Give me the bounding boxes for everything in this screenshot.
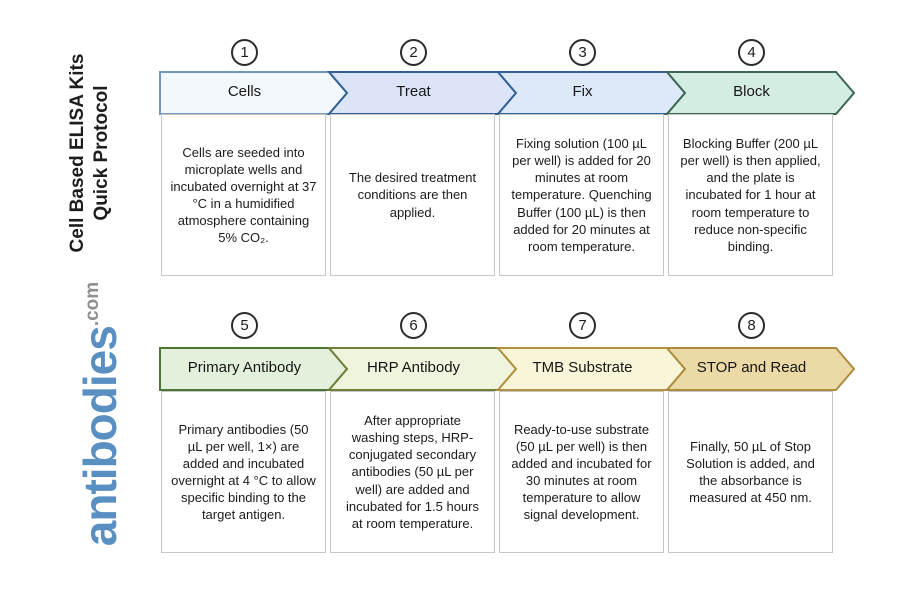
step-description-box: Primary antibodies (50 µL per well, 1×) … [161, 391, 326, 553]
step-description: Blocking Buffer (200 µL per well) is the… [680, 135, 821, 254]
step-arrow-row-2 [159, 347, 856, 391]
step-number-badge: 7 [569, 312, 596, 339]
step-number-badge: 1 [231, 39, 258, 66]
step-description: Fixing solution (100 µL per well) is add… [511, 135, 652, 254]
brand-logo-wordmark: antibodies [74, 326, 126, 547]
step-arrow-row-1 [159, 71, 856, 115]
step-description-box: Cells are seeded into microplate wells a… [161, 114, 326, 276]
step-description-box: Blocking Buffer (200 µL per well) is the… [668, 114, 833, 276]
step-number-badge: 3 [569, 39, 596, 66]
step-label: Cells [227, 83, 262, 100]
step-label: Treat [396, 83, 431, 100]
step-number-badge: 2 [400, 39, 427, 66]
step-description-box: The desired treatment conditions are the… [330, 114, 495, 276]
step-label: STOP and Read [696, 359, 807, 376]
step-description: Finally, 50 µL of Stop Solution is added… [686, 438, 815, 506]
step-label: HRP Antibody [366, 359, 461, 376]
brand-logo-suffix: .com [82, 281, 103, 327]
step-number-badge: 6 [400, 312, 427, 339]
step-description: Ready-to-use substrate (50 µL per well) … [511, 421, 652, 523]
step-number-badge: 5 [231, 312, 258, 339]
step-number-badge: 8 [738, 312, 765, 339]
step-description-box: Ready-to-use substrate (50 µL per well) … [499, 391, 664, 553]
step-description-box: Fixing solution (100 µL per well) is add… [499, 114, 664, 276]
step-description: Cells are seeded into microplate wells a… [170, 144, 317, 246]
step-label: Fix [572, 83, 593, 100]
step-description: The desired treatment conditions are the… [348, 170, 477, 220]
step-description: Primary antibodies (50 µL per well, 1×) … [171, 421, 316, 523]
step-number-badge: 4 [738, 39, 765, 66]
step-description: After appropriate washing steps, HRP-con… [346, 412, 479, 531]
step-label: TMB Substrate [532, 359, 633, 376]
step-label: Block [733, 83, 770, 100]
step-description-box: Finally, 50 µL of Stop Solution is added… [668, 391, 833, 553]
step-arrow-shape [664, 347, 856, 391]
step-description-box: After appropriate washing steps, HRP-con… [330, 391, 495, 553]
step-label: Primary Antibody [187, 359, 302, 376]
step-arrow-shape [664, 71, 856, 115]
brand-logo: antibodies.com [58, 249, 128, 579]
